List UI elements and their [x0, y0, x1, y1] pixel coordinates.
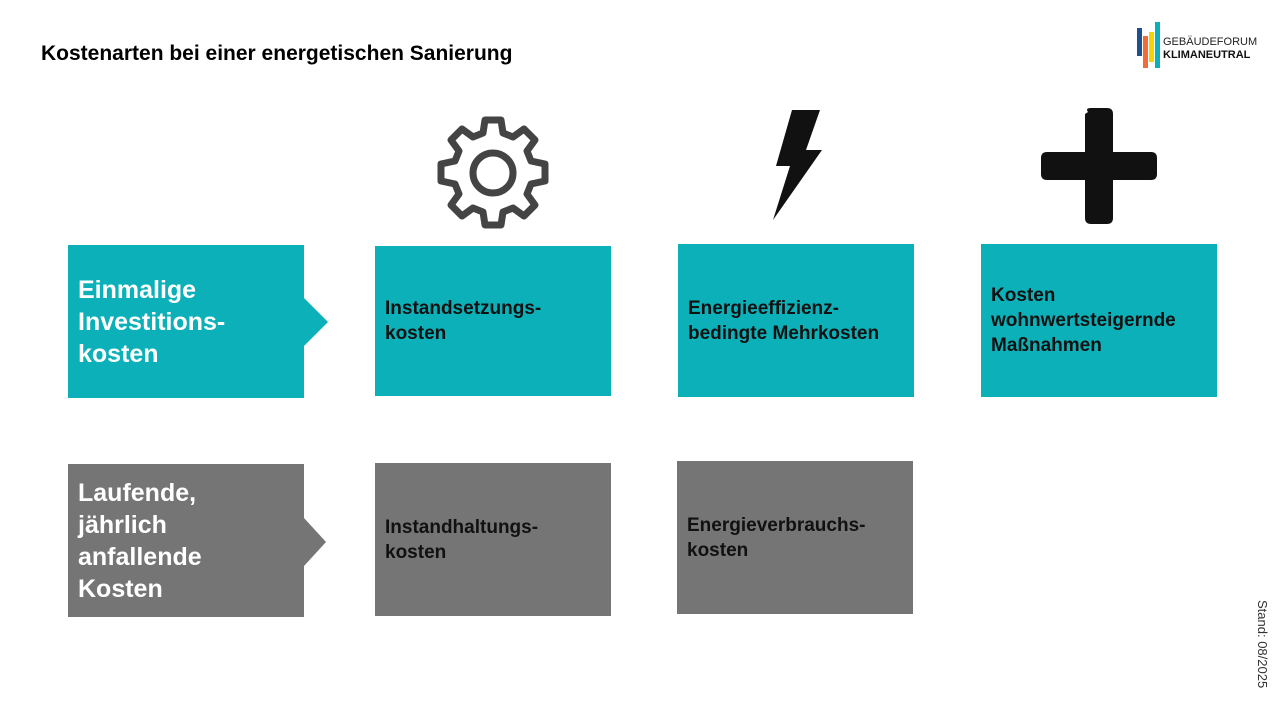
stand-date: Stand: 08/2025 — [1255, 600, 1270, 689]
cell-instandsetzungskosten: Instandsetzungs- kosten — [375, 246, 611, 396]
page-title: Kostenarten bei einer energetischen Sani… — [41, 42, 513, 65]
gear-icon — [437, 116, 549, 229]
plus-icon — [1041, 108, 1157, 224]
lightning-icon — [773, 110, 822, 220]
cell-wohnwert: Kosten wohnwertsteigernde Maßnahmen — [981, 244, 1217, 397]
arrow-right-icon — [304, 518, 326, 566]
cell-energieeffizienz: Energieeffizienz- bedingte Mehrkosten — [678, 244, 914, 397]
logo: GEBÄUDEFORUM KLIMANEUTRAL — [1137, 22, 1257, 70]
arrow-right-icon — [304, 298, 328, 346]
logo-line1: GEBÄUDEFORUM — [1163, 36, 1258, 48]
row-label-running: Laufende, jährlich anfallende Kosten — [68, 464, 304, 617]
row-label-one-time: Einmalige Investitions- kosten — [68, 245, 304, 398]
cell-instandhaltungskosten: Instandhaltungs- kosten — [375, 463, 611, 616]
cell-energieverbrauchskosten: Energieverbrauchs- kosten — [677, 461, 913, 614]
logo-line2: KLIMANEUTRAL — [1163, 49, 1251, 61]
